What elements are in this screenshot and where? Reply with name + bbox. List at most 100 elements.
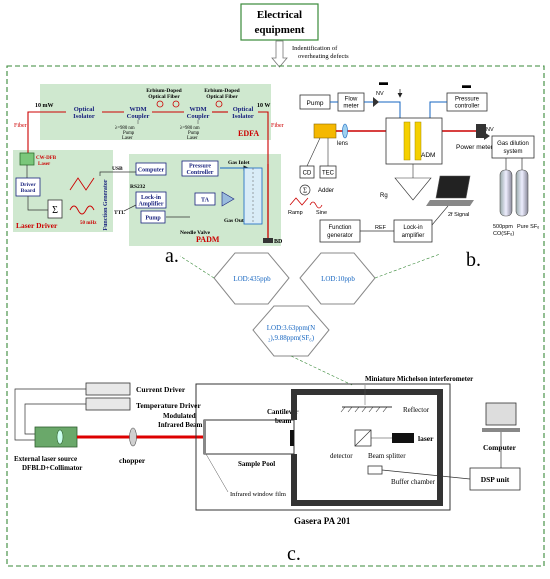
pump1-line2: Pump	[123, 131, 135, 136]
pump2-line2: Pump	[188, 131, 200, 136]
bd-label: BD	[274, 239, 283, 245]
buffer-chamber-label: Buffer chamber	[391, 478, 436, 486]
cd-label: CD	[303, 171, 312, 177]
ir-window-label: Infrared window film	[230, 491, 286, 498]
nv1-label: NV	[376, 91, 384, 97]
computer-keyboard-icon	[482, 428, 520, 432]
sample-pool	[203, 419, 295, 455]
pump1-line1: λ=980 nm	[115, 126, 135, 131]
adder-icon	[299, 184, 311, 196]
lens-label: lens	[337, 141, 348, 147]
modulated-label-1: Modulated	[163, 412, 196, 420]
current-driver-label: Current Driver	[136, 385, 186, 394]
lod-bottom-2: ₂),9.88ppm(SF₆)	[268, 334, 315, 342]
dfb-laser-b-icon	[313, 123, 337, 139]
lockin-box-b	[393, 219, 433, 243]
gas-dilution-1: Gas dilution	[497, 141, 529, 147]
edf-top-2: Erbium-Doped	[204, 88, 239, 94]
function-generator-b1: Function	[328, 225, 351, 231]
ta-label: TA	[201, 198, 210, 204]
beam-dump	[263, 238, 273, 243]
lod-right: LOD:10ppb	[321, 275, 355, 283]
detector-icon	[367, 465, 383, 475]
nv2-valve-icon	[484, 132, 490, 140]
laser-icon-c	[392, 433, 414, 443]
lockin-b2: amplifier	[402, 233, 425, 239]
ta-box	[194, 192, 216, 206]
pump2-line1: λ=980 nm	[180, 126, 200, 131]
detector-label: detector	[330, 452, 353, 460]
power-in-label: 10 mW	[35, 103, 54, 109]
cw-dfb-laser-icon	[19, 152, 35, 166]
computer-label-c: Computer	[483, 443, 517, 452]
ir-window-leader	[205, 453, 229, 493]
outer-dashed-frame	[6, 65, 545, 567]
cylinder2-label: Pure SF₆	[517, 224, 539, 230]
driver-to-sum-line	[27, 196, 50, 211]
external-laser-label-1: External laser source	[14, 455, 77, 463]
header-title-line2: equipment	[254, 24, 304, 36]
laptop-icon	[435, 175, 471, 199]
optical-isolator-2a: Optical	[233, 106, 254, 113]
lockin-label-a2: Amplifier	[139, 202, 164, 208]
header-arrow-note-2: overheating defects	[298, 53, 349, 60]
adder-label: Adder	[318, 188, 334, 194]
detector-dsp-line	[381, 469, 471, 480]
driver-board-label-2: Board	[21, 188, 36, 194]
wdm-coupler-2a: WDM	[189, 106, 206, 113]
gasera-outer-box	[195, 383, 451, 511]
cd-laser-line	[306, 137, 321, 167]
usb-label: USB	[112, 166, 123, 172]
ir-window-film	[203, 420, 206, 454]
header-title-box	[240, 3, 319, 41]
optical-isolator-2b: Isolator	[232, 113, 254, 120]
collimator-icon	[56, 429, 64, 445]
gas-inlet-label: Gas Inlet	[228, 160, 250, 166]
nv2-label: NV	[486, 127, 494, 133]
beam-splitter-label: Beam splitter	[368, 452, 406, 460]
gas-dilution-2: system	[503, 149, 522, 155]
hexagon-bottom	[252, 305, 330, 357]
edf-top-1b: Optical Fiber	[148, 94, 180, 100]
power-out-label: 10 W	[257, 103, 270, 109]
pressure-polarity-b: ▬	[462, 80, 471, 90]
pressure-controller-a1: Pressure	[189, 164, 211, 170]
dsp-unit-label: DSP unit	[481, 475, 510, 484]
lens-icon	[342, 123, 348, 139]
adder-sum: Σ	[303, 187, 307, 195]
external-laser-label-2: DFBLD+Collimator	[22, 464, 82, 472]
edf-top-1: Erbium-Doped	[146, 88, 181, 94]
cantilever-label-1: Cantilever	[267, 408, 299, 416]
lockin-label-a1: Lock-in	[141, 195, 162, 201]
modulated-label-2: Infrared Beam	[158, 421, 203, 429]
flow-meter-2: meter	[343, 104, 358, 110]
sawtooth-wave	[69, 177, 95, 191]
pipe-b3	[429, 101, 447, 120]
wdm-coupler-2b: Coupler	[187, 113, 210, 120]
ramp-wave	[289, 197, 309, 206]
ttl-label: TTL	[114, 210, 125, 216]
fiber-left-line	[27, 111, 66, 155]
edf-coil-1	[156, 100, 164, 108]
laser-label-c: laser	[418, 434, 434, 443]
current-driver-line	[14, 388, 86, 441]
needle-valve-label: Needle Valve	[180, 230, 211, 236]
gas-dilution-box	[491, 135, 535, 159]
optical-isolator-1b: Isolator	[73, 113, 95, 120]
wdm-coupler-1b: Coupler	[127, 113, 150, 120]
panel-c-caption: c.	[287, 543, 301, 565]
pressure-controller-a2: Controller	[187, 170, 214, 176]
connector-a	[179, 255, 215, 279]
pump2-line3: Laser	[187, 136, 198, 141]
laser-driver-label: Laser Driver	[16, 221, 58, 230]
header-down-arrow	[271, 40, 288, 68]
michelson-label: Miniature Michelson interferometer	[365, 375, 473, 383]
pipe-b2	[364, 101, 401, 120]
connector-b	[374, 253, 441, 279]
lod-left: LOD:435ppb	[233, 275, 271, 283]
cw-dfb-label-1: CW-DFB	[36, 156, 57, 161]
temperature-driver-label: Temperature Driver	[136, 401, 201, 410]
pressure-controller-b1: Pressure	[455, 97, 480, 103]
reflector-label: Reflector	[403, 406, 430, 414]
